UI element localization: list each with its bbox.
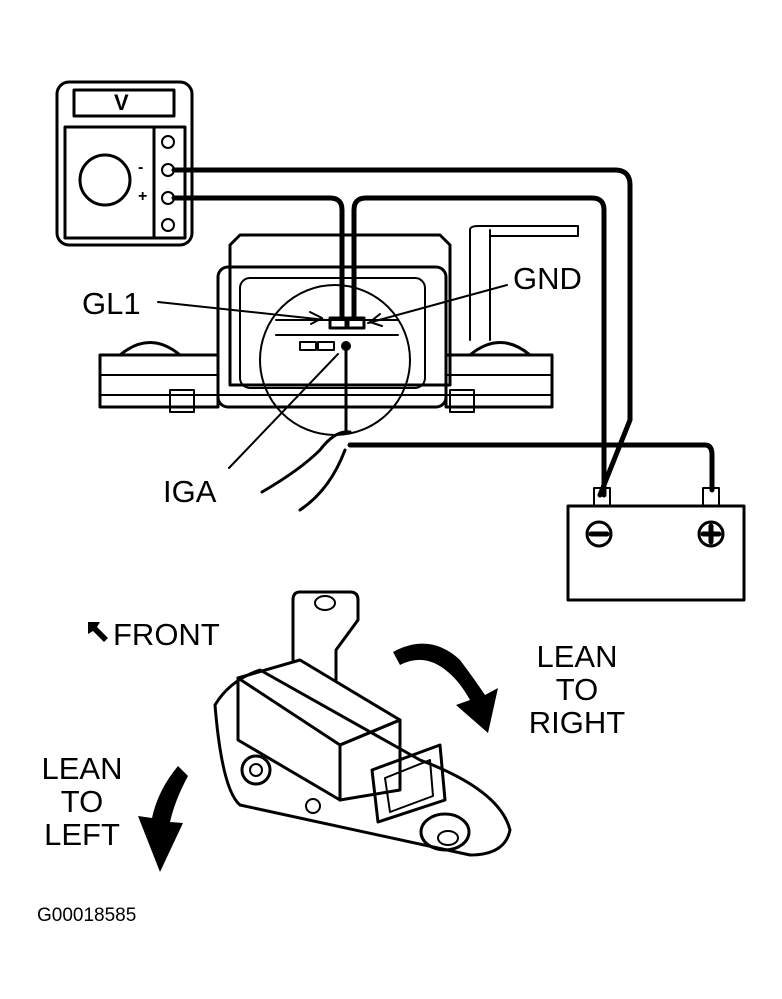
lean-right-line-2: TO — [555, 672, 599, 707]
negative-lead-wire — [171, 167, 633, 498]
lean-left-line-3: LEFT — [44, 817, 120, 852]
negative-post — [593, 487, 611, 507]
gl1-pin — [328, 316, 348, 330]
gnd-pointer — [367, 284, 508, 324]
terminal-1 — [161, 135, 175, 149]
lean-right-arrow-icon — [393, 643, 498, 733]
lean-right-line-1: LEAN — [536, 639, 618, 674]
lean-right-label: LEAN TO RIGHT — [527, 640, 627, 739]
battery-body — [566, 504, 746, 602]
lean-left-arrow-icon — [138, 766, 188, 872]
gnd-pin — [346, 316, 366, 330]
gl1-label: GL1 — [82, 286, 141, 321]
lean-right-line-3: RIGHT — [528, 705, 626, 740]
positive-post — [702, 487, 720, 507]
gl1-pointer — [157, 301, 327, 321]
front-label: FRONT — [113, 617, 220, 652]
sensor-connector-view — [98, 225, 715, 512]
iga-pointer — [228, 353, 339, 469]
iga-label: IGA — [163, 474, 217, 509]
sensor-connector — [370, 743, 447, 824]
voltmeter — [55, 80, 194, 247]
voltmeter-display — [72, 88, 176, 118]
voltmeter-body — [55, 80, 194, 247]
gnd-label: GND — [513, 261, 582, 296]
battery — [566, 487, 746, 602]
lean-left-line-2: TO — [60, 784, 104, 819]
voltmeter-display-label: V — [114, 90, 129, 115]
voltmeter-terminal-strip — [152, 125, 187, 240]
lean-sensor-drawing — [213, 590, 512, 857]
voltmeter-minus-label: - — [138, 159, 144, 176]
ground-probe-wire — [351, 195, 607, 498]
positive-lead-wire — [171, 195, 345, 321]
positive-symbol-icon — [697, 520, 725, 548]
voltmeter-face — [63, 125, 156, 240]
terminal-4 — [161, 218, 175, 232]
lean-left-line-1: LEAN — [41, 751, 123, 786]
negative-symbol-icon — [585, 520, 613, 548]
sensor-bracket — [291, 590, 360, 682]
voltmeter-plus-label: + — [138, 188, 148, 205]
front-arrow-icon — [88, 622, 108, 642]
lean-left-label: LEAN TO LEFT — [32, 752, 132, 851]
voltmeter-dial — [78, 153, 132, 207]
figure-id-code: G00018585 — [37, 905, 137, 926]
